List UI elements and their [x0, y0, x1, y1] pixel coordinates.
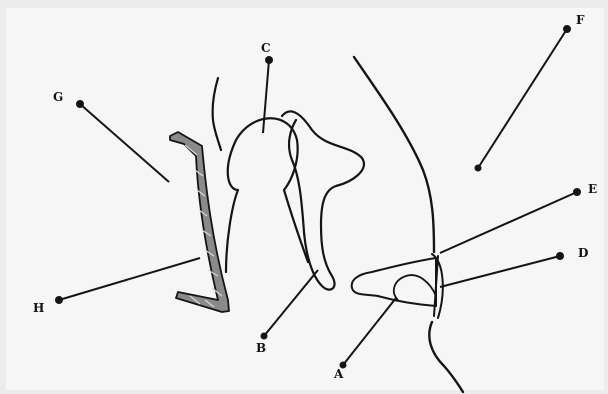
leader-dot-f-end [476, 166, 481, 171]
label-a: A [333, 367, 344, 381]
label-e: E [588, 182, 597, 196]
leader-dot-d [557, 253, 563, 259]
leader-dot-e [574, 189, 580, 195]
label-d: D [578, 246, 588, 260]
leader-dot-h [56, 297, 62, 303]
leader-dot-g [77, 101, 83, 107]
leader-dot-f [564, 26, 570, 32]
label-g: G [53, 90, 63, 104]
label-c: C [261, 41, 271, 55]
leader-dot-b [262, 334, 267, 339]
label-b: B [256, 341, 266, 355]
label-h: H [33, 301, 44, 315]
paper-background [6, 8, 604, 390]
label-f: F [576, 13, 585, 27]
leader-dot-c [266, 57, 272, 63]
